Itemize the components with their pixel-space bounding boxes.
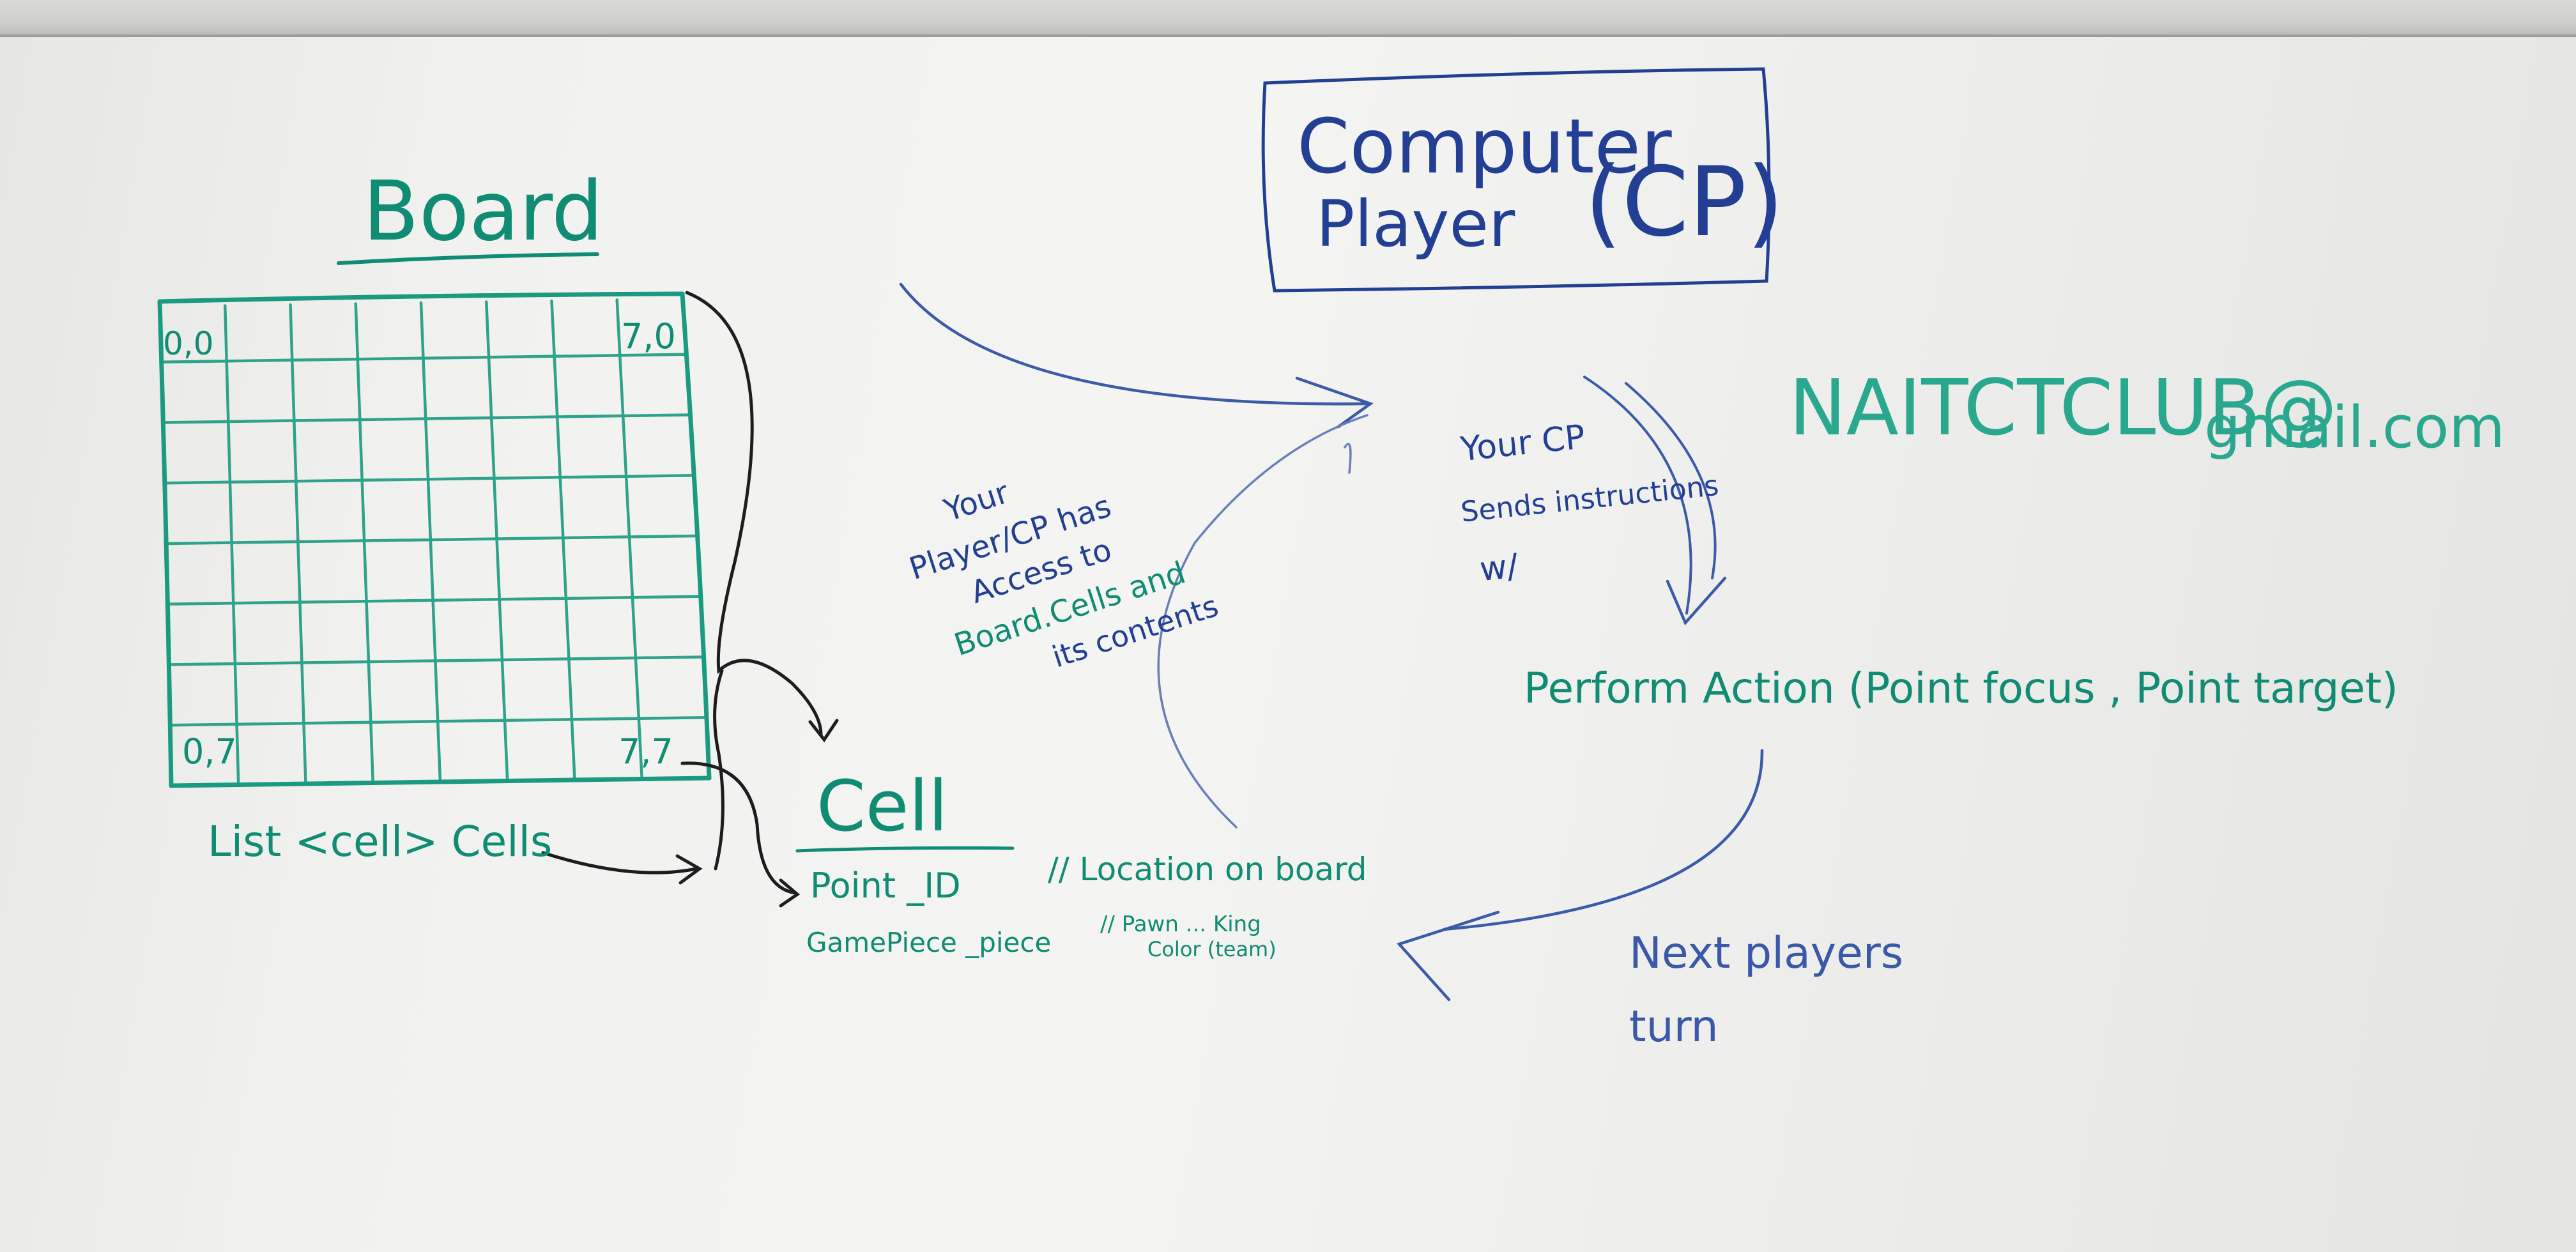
grid-bottom-edge xyxy=(169,775,712,788)
grid-column-line xyxy=(354,302,374,784)
arrow-connector-vertical xyxy=(713,669,724,871)
cell-field-piece-comment-a: // Pawn ... King xyxy=(1100,912,1261,937)
arrow-head-board-to-cp xyxy=(1295,376,1374,429)
sends-note-line-3: w/ xyxy=(1478,547,1520,589)
arrow-head-list-to-cell xyxy=(675,854,703,885)
computer-player-line-2: Player xyxy=(1316,187,1515,261)
grid-row-line xyxy=(161,413,691,424)
grid-left-edge xyxy=(157,299,174,788)
grid-row-line xyxy=(168,716,707,727)
arrow-head-action-to-next xyxy=(1397,910,1500,1002)
arrow-board-to-cell xyxy=(685,291,823,737)
cells-list-label: List <cell> Cells xyxy=(208,817,552,866)
club-email-line-1: NAITCTCLUB@ xyxy=(1789,364,2337,453)
arrow-corner-to-point xyxy=(680,761,797,895)
cell-field-point-comment: // Location on board xyxy=(1048,851,1367,888)
arrow-cp-to-action-b xyxy=(1625,382,1717,579)
whiteboard-top-rail xyxy=(0,0,2576,37)
corner-label-bottom-left: 0,7 xyxy=(182,731,237,772)
corner-label-top-left: 0,0 xyxy=(163,325,214,362)
grid-top-edge xyxy=(157,291,685,304)
access-note: Your Player/CP has Access to Board.Cells… xyxy=(905,475,1223,675)
next-turn-line-2: turn xyxy=(1629,1002,1719,1052)
grid-row-line xyxy=(165,595,701,606)
grid-row-line xyxy=(160,353,687,363)
sends-note-line-2: Sends instructions xyxy=(1459,470,1721,529)
board-title: Board xyxy=(363,164,603,259)
cell-title: Cell xyxy=(816,765,948,847)
whiteboard-surface xyxy=(0,37,2576,1252)
corner-label-bottom-right: 7,7 xyxy=(618,731,673,772)
computer-player-line-1: Computer xyxy=(1297,102,1672,190)
sends-note-line-1: Your CP xyxy=(1458,418,1586,469)
grid-inner-lines xyxy=(160,298,707,786)
arrow-head-corner-to-point xyxy=(779,878,801,908)
cell-field-point: Point _ID xyxy=(810,866,961,906)
grid-column-line xyxy=(224,304,240,786)
access-note-line-1: Your xyxy=(939,475,1013,529)
arrow-cp-to-action-a xyxy=(1583,376,1692,615)
arrow-board-to-cp xyxy=(899,282,1369,406)
board-title-underline xyxy=(337,252,599,265)
cell-title-underline xyxy=(795,846,1015,853)
grid-column-line xyxy=(615,298,643,781)
next-turn-line-1: Next players xyxy=(1629,928,1903,979)
arrow-cell-to-cp xyxy=(1157,414,1368,828)
grid-column-line xyxy=(289,303,307,786)
sends-note: Your CP Sends instructions w/ xyxy=(1458,418,1721,589)
cell-field-piece: GamePiece _piece xyxy=(806,927,1051,958)
grid-column-line xyxy=(550,299,576,782)
grid-column-line xyxy=(485,300,509,782)
grid-row-line xyxy=(162,474,694,485)
grid-right-edge xyxy=(680,291,712,781)
corner-label-top-right: 7,0 xyxy=(621,316,676,356)
arrow-head-board-to-cell xyxy=(808,719,839,743)
arrow-list-to-cell xyxy=(541,851,698,874)
blue-flow-arrows xyxy=(899,282,1764,1002)
club-email-line-2: gmail.com xyxy=(2204,394,2505,461)
computer-player-abbrev: (CP) xyxy=(1584,147,1784,258)
arrow-action-to-next xyxy=(1442,749,1764,931)
grid-column-line xyxy=(419,301,442,784)
arrow-head-cp-to-action xyxy=(1666,576,1727,626)
chess-board-grid xyxy=(157,291,712,788)
perform-action-signature: Perform Action (Point focus , Point targ… xyxy=(1524,664,2398,713)
cell-field-piece-comment-b: Color (team) xyxy=(1147,937,1276,961)
grid-row-line xyxy=(167,655,704,666)
black-connector-arrows xyxy=(541,291,839,908)
grid-row-line xyxy=(164,534,698,546)
arrow-tail-cell-to-cp xyxy=(1344,443,1352,474)
computer-player-box xyxy=(1261,67,1771,293)
